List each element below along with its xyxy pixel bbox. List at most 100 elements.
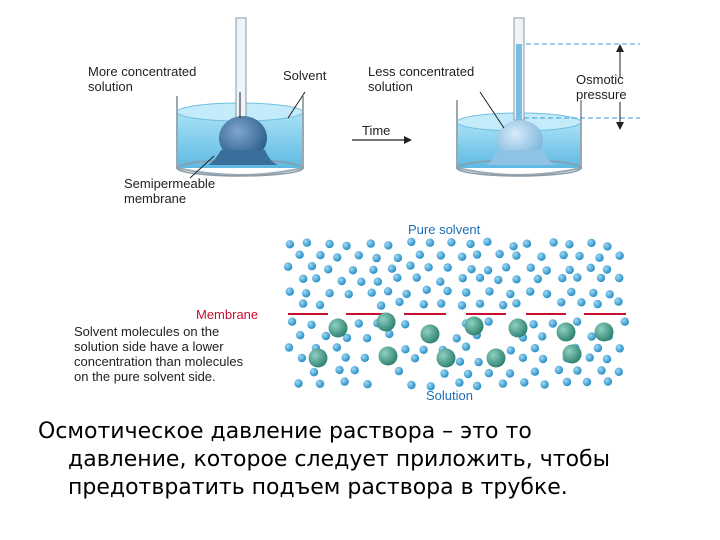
solvent-molecule xyxy=(585,353,594,362)
solvent-molecule xyxy=(407,237,416,247)
left-bulb xyxy=(219,116,267,160)
solvent-molecule xyxy=(494,275,503,285)
solvent-molecule xyxy=(462,288,471,297)
solvent-molecule xyxy=(485,287,494,296)
leader-less-concentrated xyxy=(479,91,505,129)
solvent-molecule xyxy=(509,242,518,251)
solvent-molecule xyxy=(332,343,342,352)
solvent-molecule xyxy=(299,274,308,283)
solvent-molecule xyxy=(384,241,393,250)
solvent-molecule xyxy=(573,366,582,375)
solvent-molecule xyxy=(565,240,574,249)
solvent-molecule xyxy=(461,342,471,351)
left-tube xyxy=(235,17,247,123)
molecular-view: Pure solvent Membrane Solvent molecules … xyxy=(74,222,629,403)
solute-molecule xyxy=(436,348,456,368)
solvent-molecule xyxy=(307,262,317,271)
right-tube-liquid xyxy=(516,44,522,120)
solvent-molecule xyxy=(295,250,304,259)
solvent-molecule xyxy=(285,287,294,296)
solvent-molecule xyxy=(538,354,548,364)
solute-molecule xyxy=(594,322,614,342)
solute-molecule xyxy=(486,348,506,368)
note-line-2: solution side have a lower xyxy=(74,339,224,354)
solvent-molecule xyxy=(324,265,333,274)
solvent-molecule xyxy=(412,273,421,282)
solvent-molecule xyxy=(401,345,410,354)
solvent-molecule xyxy=(587,332,596,341)
solvent-molecule xyxy=(402,289,411,299)
note-line-4: on the pure solvent side. xyxy=(74,369,216,384)
note-line-3: concentration than molecules xyxy=(74,354,244,369)
solvent-molecule xyxy=(549,238,558,247)
solvent-molecule xyxy=(443,286,452,296)
time-arrow-head xyxy=(404,136,412,144)
solvent-molecule xyxy=(540,380,549,389)
solute-molecules xyxy=(308,312,614,368)
solute-molecule xyxy=(508,318,528,338)
solvent-molecule xyxy=(567,287,576,297)
solvent-molecule xyxy=(362,334,372,343)
solvent-molecule xyxy=(394,366,404,376)
solvent-molecule xyxy=(572,317,582,326)
solvent-molecule xyxy=(401,320,410,329)
solvent-molecule xyxy=(312,274,321,283)
right-beaker-glass xyxy=(456,100,582,176)
solvent-molecule xyxy=(309,368,319,377)
solvent-molecule xyxy=(443,263,452,272)
solvent-molecule xyxy=(483,237,492,246)
solvent-molecule xyxy=(455,357,465,366)
solute-molecule xyxy=(378,346,398,366)
osmosis-diagram: More concentrated solution Solvent Semip… xyxy=(74,17,640,403)
solvent-molecule xyxy=(348,266,358,275)
label-less-concentrated-2: solution xyxy=(368,79,413,94)
solvent-molecule xyxy=(302,238,312,247)
solvent-molecule xyxy=(602,354,612,364)
solvent-molecule xyxy=(522,239,532,248)
solute-molecule xyxy=(308,348,328,368)
solvent-molecule xyxy=(342,241,351,251)
solvent-molecule xyxy=(287,317,297,326)
time-arrow: Time xyxy=(352,123,412,144)
solvent-molecule xyxy=(593,343,603,353)
solvent-molecule xyxy=(437,299,446,308)
label-more-concentrated-1: More concentrated xyxy=(88,64,196,79)
solvent-molecule xyxy=(363,380,372,389)
solvent-molecule xyxy=(385,329,394,339)
solvent-molecule xyxy=(367,288,376,297)
solvent-molecule xyxy=(602,265,612,274)
solvent-molecule xyxy=(341,353,350,362)
solvent-molecule xyxy=(520,378,529,387)
solvent-molecule xyxy=(335,365,344,375)
solvent-molecule xyxy=(360,353,369,363)
solvent-molecule xyxy=(542,266,551,275)
label-semipermeable: Semipermeable xyxy=(124,176,215,191)
right-beaker: Less concentrated solution Osmotic press… xyxy=(368,17,640,177)
solvent-molecule xyxy=(512,275,521,284)
solvent-molecule xyxy=(483,266,493,275)
solvent-molecule xyxy=(577,298,586,307)
solvent-molecule xyxy=(615,251,624,260)
solvent-molecule xyxy=(422,285,431,294)
solvent-molecule xyxy=(484,317,493,326)
pressure-arrow-up-head xyxy=(616,44,624,52)
solute-molecule xyxy=(328,318,348,338)
solvent-molecule xyxy=(393,273,402,282)
solvent-molecule xyxy=(474,357,483,367)
solvent-molecule xyxy=(558,274,567,283)
solvent-molecule xyxy=(457,301,467,310)
solvent-molecule xyxy=(373,277,382,286)
label-membrane: membrane xyxy=(124,191,186,206)
solvent-molecule xyxy=(505,369,515,378)
label-osmotic: Osmotic xyxy=(576,72,624,87)
solute-molecule xyxy=(464,316,484,336)
solvent-molecule xyxy=(542,289,552,299)
solvent-molecule xyxy=(407,380,416,390)
solvent-molecule xyxy=(325,289,334,298)
solvent-molecule xyxy=(458,274,467,283)
solvent-molecule xyxy=(548,319,557,328)
solvent-molecule xyxy=(605,290,614,299)
solvent-molecule xyxy=(614,297,623,306)
solvent-molecule xyxy=(498,300,508,310)
label-membrane-molecular: Membrane xyxy=(196,307,258,322)
